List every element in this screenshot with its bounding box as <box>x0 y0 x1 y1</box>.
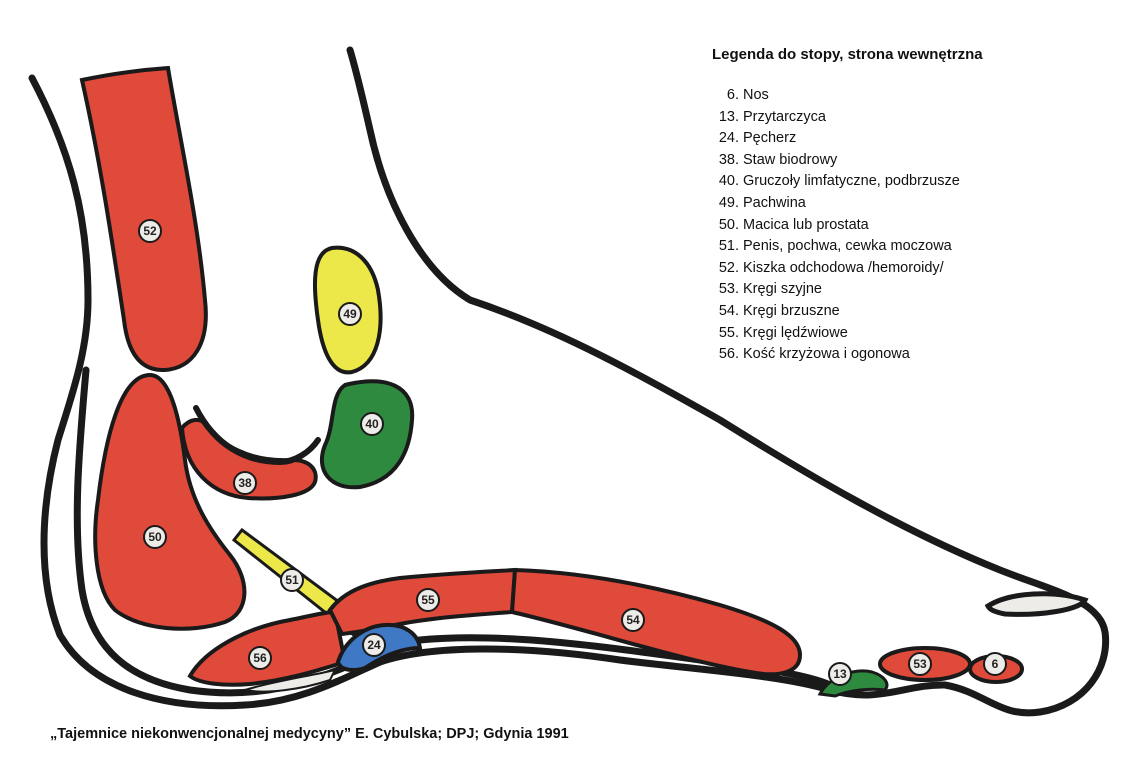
svg-text:56: 56 <box>253 651 267 665</box>
legend-item: 54.Kręgi brzuszne <box>718 302 840 319</box>
svg-text:50: 50 <box>148 530 162 544</box>
zone-label-40: 40 <box>360 412 384 436</box>
zone-label-49: 49 <box>338 302 362 326</box>
legend-item: 52.Kiszka odchodowa /hemoroidy/ <box>718 259 944 276</box>
svg-text:6: 6 <box>992 657 999 671</box>
zone-label-55: 55 <box>416 588 440 612</box>
legend-item: 55.Kręgi lędźwiowe <box>718 324 848 341</box>
legend-item: 40.Gruczoły limfatyczne, podbrzusze <box>718 173 960 190</box>
zone-label-52: 52 <box>138 219 162 243</box>
zone-50 <box>93 372 247 631</box>
zone-54 <box>509 567 803 677</box>
legend-item: 24.Pęcherz <box>718 130 797 147</box>
svg-text:52: 52 <box>143 224 157 238</box>
svg-text:54: 54 <box>626 613 640 627</box>
svg-text:40: 40 <box>365 417 379 431</box>
joint-arc <box>193 405 321 466</box>
legend-title: Legenda do stopy, strona wewnętrzna <box>712 46 983 63</box>
svg-text:51: 51 <box>285 573 299 587</box>
legend: Legenda do stopy, strona wewnętrzna 6.No… <box>712 46 1132 366</box>
legend-item: 51.Penis, pochwa, cewka moczowa <box>718 238 952 255</box>
svg-text:55: 55 <box>421 593 435 607</box>
zone-label-50: 50 <box>143 525 167 549</box>
heel-pad <box>241 668 337 693</box>
legend-item: 53.Kręgi szyjne <box>718 281 822 298</box>
svg-text:24: 24 <box>367 638 381 652</box>
foot-outline-back <box>28 46 1110 717</box>
zone-label-38: 38 <box>233 471 257 495</box>
zone-label-6: 6 <box>983 652 1007 676</box>
zone-label-13: 13 <box>828 662 852 686</box>
legend-item: 6.Nos <box>726 87 769 103</box>
legend-item: 50.Macica lub prostata <box>718 216 869 233</box>
zone-label-54: 54 <box>621 608 645 632</box>
svg-text:13: 13 <box>833 667 847 681</box>
zone-52 <box>79 65 208 373</box>
zone-labels: 52 49 40 38 50 51 55 54 24 56 13 53 6 <box>138 219 1007 686</box>
zone-label-53: 53 <box>908 652 932 676</box>
svg-text:38: 38 <box>238 476 252 490</box>
svg-text:49: 49 <box>343 307 357 321</box>
zone-label-24: 24 <box>362 633 386 657</box>
svg-text:53: 53 <box>913 657 927 671</box>
legend-item: 38.Staw biodrowy <box>718 151 838 168</box>
legend-item: 49.Pachwina <box>718 194 806 211</box>
toenail <box>984 591 1089 617</box>
source-citation: „Tajemnice niekonwencjonalnej medycyny” … <box>50 726 569 742</box>
zone-label-51: 51 <box>280 568 304 592</box>
legend-item: 56.Kość krzyżowa i ogonowa <box>718 346 910 363</box>
legend-item: 13.Przytarczyca <box>718 108 826 125</box>
legend-list: 6.Nos 13.Przytarczyca 24.Pęcherz 38.Staw… <box>712 85 1132 366</box>
zone-label-56: 56 <box>248 646 272 670</box>
